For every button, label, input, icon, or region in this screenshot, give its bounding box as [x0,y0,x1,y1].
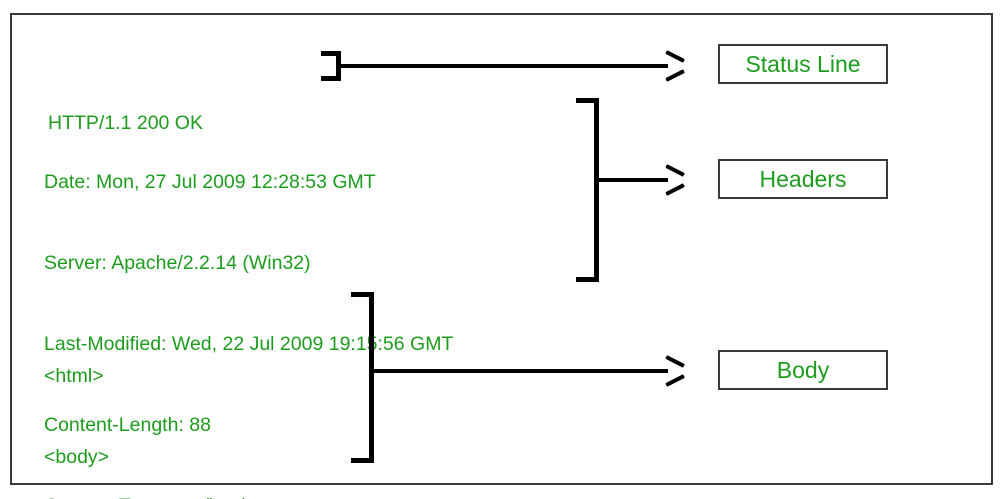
arrow-right-icon-headers [596,170,684,190]
header-row: Date: Mon, 27 Jul 2009 12:28:53 GMT [44,171,376,193]
header-row: Last-Modified: Wed, 22 Jul 2009 19:15:56… [44,333,454,355]
diagram-frame [10,13,993,485]
bracket-arm-top [321,51,341,56]
label-box-status-line-text: Status Line [745,50,861,77]
arrow-head [664,361,684,381]
arrow-head [664,56,684,76]
status-line-row: HTTP/1.1 200 OK [48,112,203,134]
arrow-right-icon-status-line [338,56,684,76]
header-row: Content-Type: text/html [44,493,453,499]
body-row: <html> [44,365,104,387]
bracket-arm-bottom [351,458,374,463]
label-box-body-text: Body [776,356,830,383]
bracket-body-icon [351,292,374,463]
arrow-shaft [338,64,668,68]
headers-text-block: Date: Mon, 27 Jul 2009 12:28:53 GMT Serv… [44,115,453,499]
header-row: Server: Apache/2.2.14 (Win32) [44,252,311,274]
arrow-right-icon-body [371,361,684,381]
bracket-spine [594,98,599,282]
bracket-spine [369,292,374,463]
bracket-arm-top [576,98,599,103]
arrow-shaft [596,178,668,182]
label-box-headers-text: Headers [759,165,847,192]
bracket-arm-bottom [576,277,599,282]
arrow-head [664,170,684,190]
bracket-arm-top [351,292,374,297]
bracket-arm-bottom [321,76,341,81]
label-box-body: Body [718,350,888,390]
label-box-status-line: Status Line [718,44,888,84]
body-row: <body> [44,446,110,468]
status-line-text-block: HTTP/1.1 200 OK [48,56,203,191]
body-text-block: <html> <body> <h1>Hello, World!</h1> </b… [44,309,250,499]
label-box-headers: Headers [718,159,888,199]
bracket-headers-icon [576,98,599,282]
header-row: Content-Length: 88 [44,414,211,436]
arrow-shaft [371,369,668,373]
